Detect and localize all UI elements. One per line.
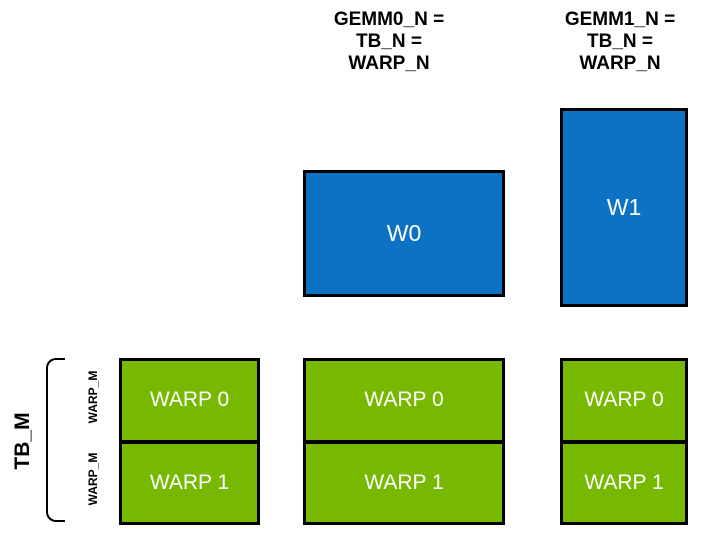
tb-m-bracket xyxy=(46,358,65,522)
warp-column-left: WARP 0 WARP 1 xyxy=(119,358,260,525)
warp0-tile-left: WARP 0 xyxy=(122,361,257,444)
warp0-tile-right: WARP 0 xyxy=(563,361,685,444)
warp1-tile-right: WARP 1 xyxy=(563,443,685,522)
warp-m-label-bottom: WARP_M xyxy=(86,452,100,506)
warp0-tile-middle: WARP 0 xyxy=(306,361,502,444)
gemm0-n-header-label: GEMM0_N = TB_N = WARP_N xyxy=(333,9,445,74)
gemm1-warp-box-w1: W1 xyxy=(560,108,688,307)
warp-column-middle: WARP 0 WARP 1 xyxy=(303,358,505,525)
gemm1-n-header-label: GEMM1_N = TB_N = WARP_N xyxy=(564,9,676,74)
warp-column-right: WARP 0 WARP 1 xyxy=(560,358,688,525)
tb-m-label: TB_M xyxy=(11,412,34,470)
warp1-tile-middle: WARP 1 xyxy=(306,443,502,522)
gemm0-warp-box-w0: W0 xyxy=(303,170,505,297)
warp-m-label-top: WARP_M xyxy=(86,370,100,424)
warp1-tile-left: WARP 1 xyxy=(122,443,257,522)
